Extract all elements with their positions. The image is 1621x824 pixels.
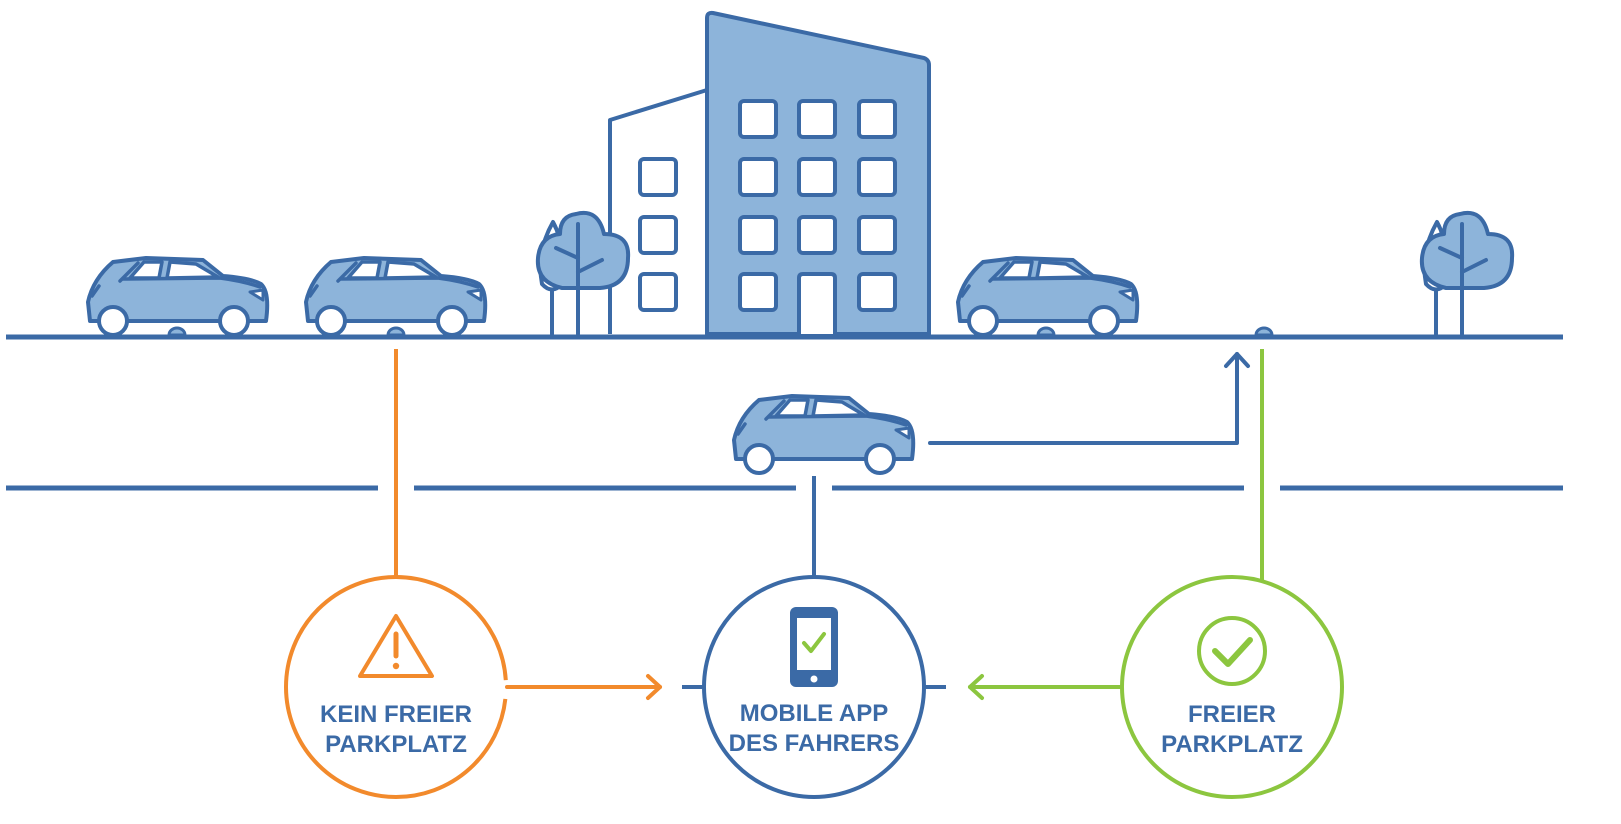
tree-icon: [1419, 210, 1515, 336]
driving-car-icon: [732, 394, 916, 475]
mobile-app-label-line2: DES FAHRERS: [729, 730, 900, 757]
building: [608, 10, 931, 336]
route-to-free-spot-arrow: [928, 352, 1250, 445]
parking-sensor: [1036, 326, 1056, 337]
warning-triangle-icon: [358, 614, 434, 678]
free-spot-label-line1: FREIER: [1188, 701, 1276, 728]
parked-car-icon: [304, 256, 488, 337]
no-spot-circle: [284, 575, 508, 799]
smartphone-check-icon: [790, 607, 838, 687]
mobile-app-label-line1: MOBILE APP: [740, 700, 888, 727]
free-spot-label-line2: PARKPLATZ: [1161, 731, 1303, 758]
free-spot-to-app-arrow: [968, 674, 1123, 700]
parked-car-icon: [956, 256, 1140, 337]
no-spot-label-line1: KEIN FREIER: [320, 701, 472, 728]
free-spot-circle: [1120, 575, 1344, 799]
no-spot-label-line2: PARKPLATZ: [325, 731, 467, 758]
parking-sensor: [1254, 326, 1274, 337]
parking-sensor: [167, 326, 187, 337]
parking-sensor: [386, 326, 406, 337]
check-circle-icon: [1197, 616, 1267, 686]
parked-car-icon: [86, 256, 270, 337]
no-spot-to-app-arrow: [505, 674, 662, 700]
